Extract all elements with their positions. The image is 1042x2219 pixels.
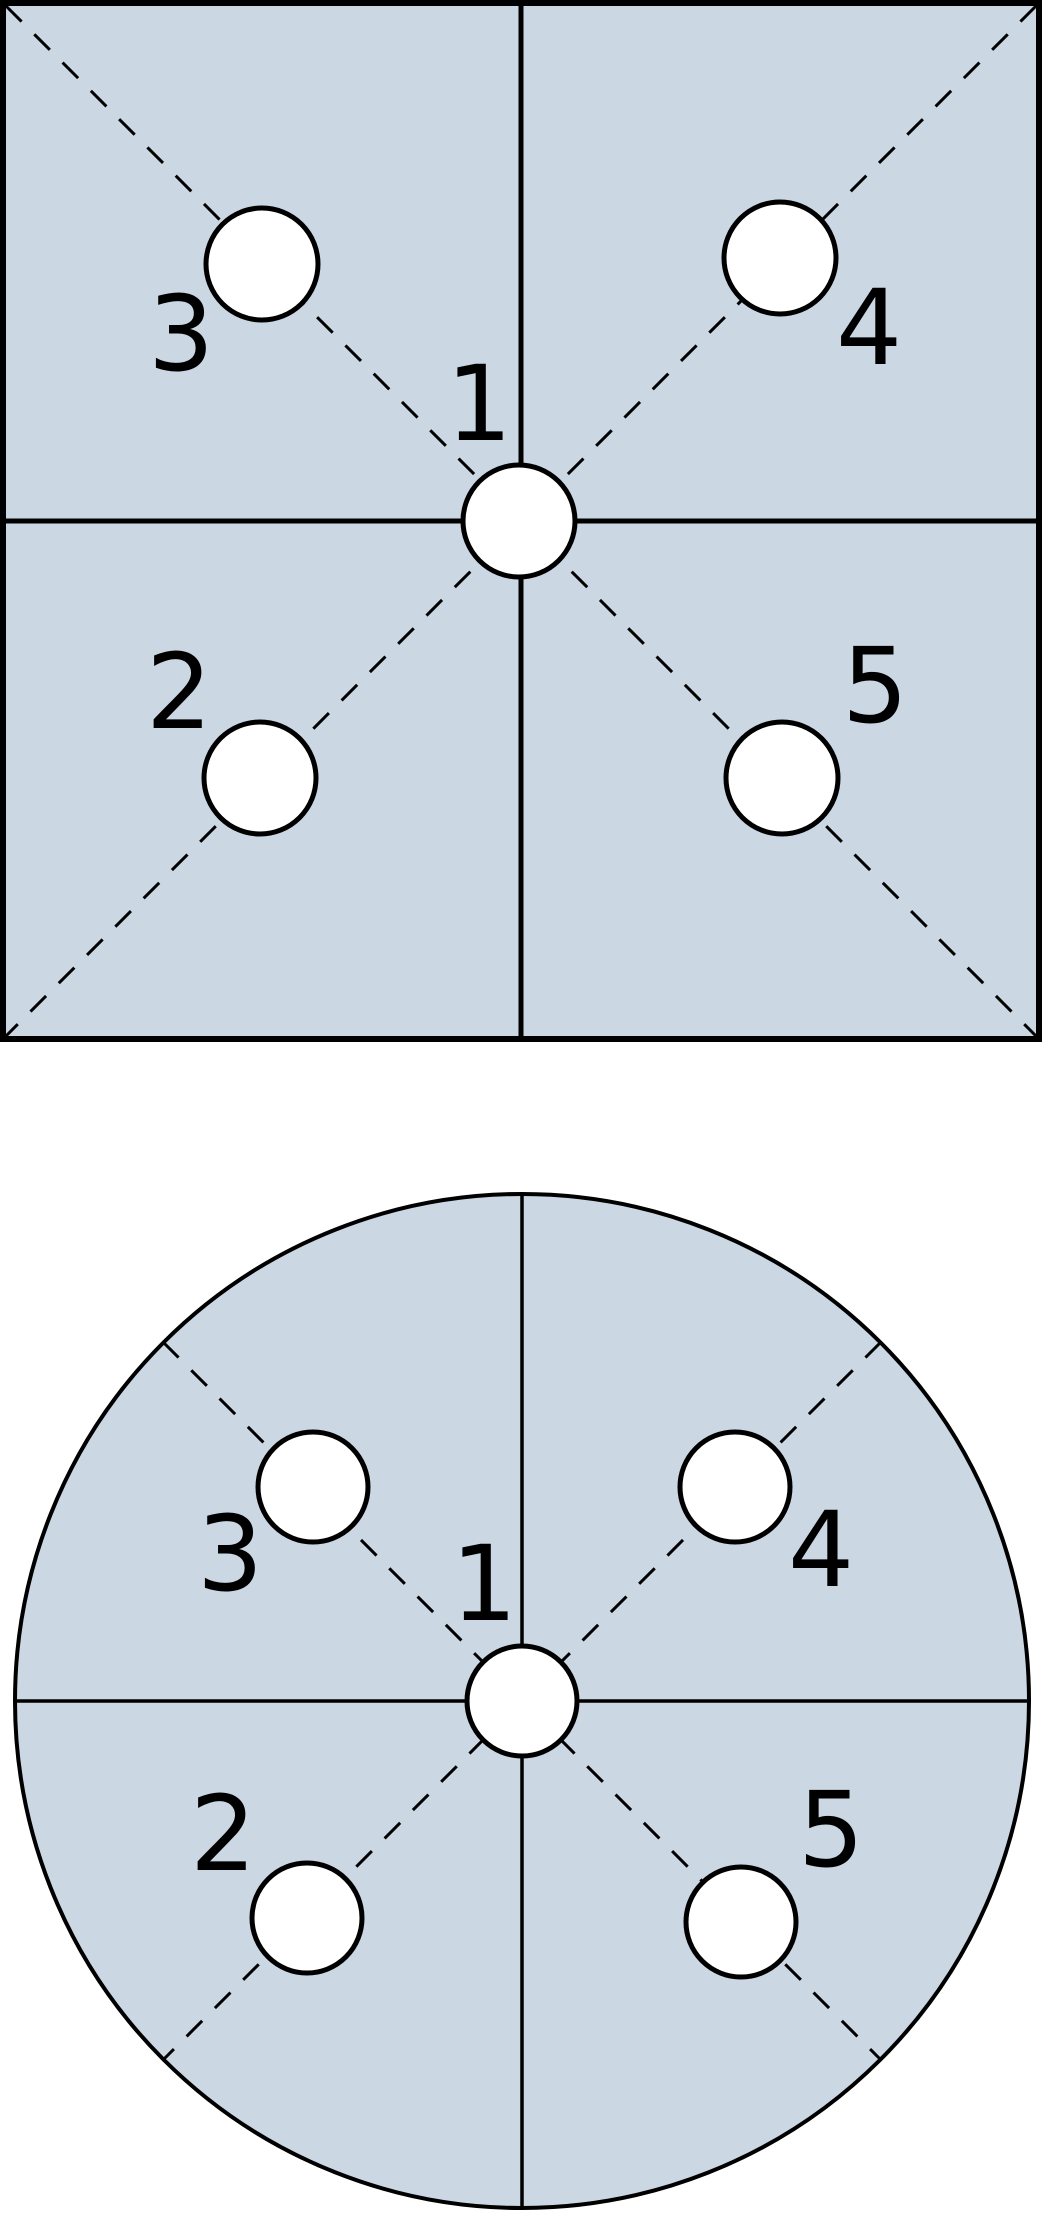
square-label-5: 5 (842, 625, 908, 747)
circle-point-1 (464, 1643, 580, 1759)
circle-label-2: 2 (190, 1773, 256, 1895)
square-point-2 (201, 719, 319, 837)
circle-point-2 (249, 1860, 365, 1976)
square-point-5 (723, 719, 841, 837)
square-label-4: 4 (836, 267, 902, 389)
circle-label-5: 5 (798, 1769, 864, 1891)
circle-label-3: 3 (197, 1493, 263, 1615)
circle-label-4: 4 (788, 1489, 854, 1611)
square-point-4 (721, 199, 839, 317)
circle-label-1: 1 (451, 1523, 517, 1645)
square-label-3: 3 (148, 273, 214, 395)
square-point-3 (203, 205, 321, 323)
circle-point-4 (677, 1429, 793, 1545)
circle-outline (13, 1192, 1031, 2210)
circle-diagram: 3 4 1 2 5 (13, 1192, 1031, 2210)
circle-point-3 (255, 1429, 371, 1545)
circle-point-5 (683, 1864, 799, 1980)
square-label-1: 1 (446, 343, 512, 465)
square-label-2: 2 (146, 631, 212, 753)
square-point-1 (460, 462, 578, 580)
square-diagram: 3 4 1 2 5 (0, 0, 1042, 1042)
